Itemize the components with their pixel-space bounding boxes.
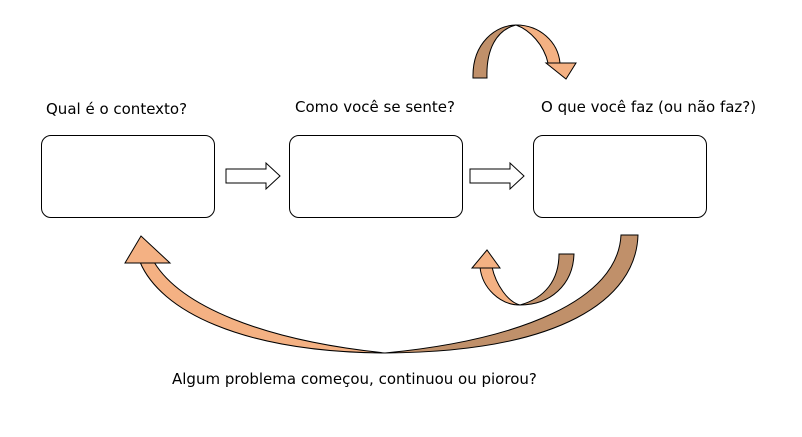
top-loop-arrow	[472, 24, 577, 80]
top-loop-light-band	[515, 24, 561, 64]
return-arrowhead	[124, 235, 172, 264]
arrow-feel-to-do	[469, 161, 525, 191]
return-arrow-dark-band	[384, 234, 639, 354]
return-arrow	[124, 234, 639, 354]
top-loop-arrowhead	[544, 62, 577, 80]
context-box	[41, 135, 215, 218]
bottom-loop-arrow	[470, 249, 575, 306]
bottom-loop-dark-band	[519, 253, 575, 306]
return-arrow-light-band	[139, 261, 386, 354]
bottom-loop-arrowhead	[470, 249, 501, 269]
problem-label: Algum problema começou, continuou ou pio…	[172, 370, 537, 388]
feel-label: Como você se sente?	[295, 98, 455, 116]
arrow-context-to-feel	[225, 161, 281, 191]
context-label: Qual é o contexto?	[46, 100, 188, 118]
top-loop-dark-band	[472, 24, 517, 79]
feel-box	[289, 135, 463, 218]
bottom-loop-light-band	[479, 266, 521, 306]
do-box	[533, 135, 707, 218]
do-label: O que você faz (ou não faz?)	[541, 98, 757, 116]
